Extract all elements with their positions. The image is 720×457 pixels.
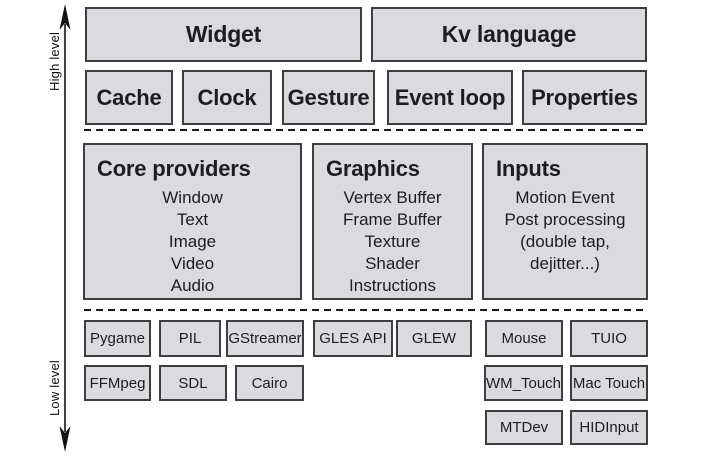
provider-mac-touch: Mac Touch <box>570 365 648 401</box>
section-core-providers: Core providers Window Text Image Video A… <box>83 143 302 300</box>
provider-sdl: SDL <box>159 365 227 401</box>
axis-label-low-level: Low level <box>47 360 62 416</box>
section-item: Post processing <box>504 210 626 229</box>
box-clock: Clock <box>182 70 272 125</box>
provider-mouse: Mouse <box>485 320 563 357</box>
dashed-separator-top <box>84 129 648 131</box>
box-kv-language: Kv language <box>371 7 647 62</box>
section-title: Graphics <box>326 156 420 181</box>
box-cache: Cache <box>85 70 173 125</box>
section-item: Instructions <box>349 276 436 295</box>
section-title: Inputs <box>496 156 561 181</box>
section-item: Video <box>170 254 215 273</box>
dashed-separator-bottom <box>84 309 648 311</box>
section-item: Texture <box>364 232 421 251</box>
provider-wm-touch: WM_Touch <box>484 365 563 401</box>
provider-pil: PIL <box>159 320 221 357</box>
section-item: Audio <box>170 276 215 295</box>
provider-gles-api: GLES API <box>313 320 393 357</box>
section-item: (double tap, <box>520 232 610 251</box>
section-item: Image <box>168 232 217 251</box>
box-properties: Properties <box>522 70 647 125</box>
section-item: Frame Buffer <box>343 210 442 229</box>
provider-gstreamer: GStreamer <box>226 320 304 357</box>
provider-cairo: Cairo <box>235 365 304 401</box>
box-gesture: Gesture <box>282 70 375 125</box>
provider-tuio: TUIO <box>570 320 648 357</box>
provider-mtdev: MTDev <box>485 410 563 445</box>
axis-label-high-level: High level <box>47 31 62 91</box>
section-graphics: Graphics Vertex Buffer Frame Buffer Text… <box>312 143 473 300</box>
section-item: Motion Event <box>515 188 615 207</box>
level-axis-arrow <box>59 4 71 452</box>
box-widget: Widget <box>85 7 362 62</box>
section-item: Text <box>176 210 209 229</box>
section-item: Window <box>162 188 223 207</box>
arrow-down-icon <box>59 426 71 452</box>
section-inputs: Inputs Motion Event Post processing (dou… <box>482 143 648 300</box>
section-title: Core providers <box>97 156 251 181</box>
provider-ffmpeg: FFMpeg <box>84 365 151 401</box>
box-event-loop: Event loop <box>387 70 513 125</box>
section-item: Shader <box>365 254 420 273</box>
provider-hidinput: HIDInput <box>570 410 648 445</box>
provider-pygame: Pygame <box>84 320 151 357</box>
section-item: dejitter...) <box>530 254 600 273</box>
section-item: Vertex Buffer <box>343 188 442 207</box>
arrow-up-icon <box>59 4 71 30</box>
provider-glew: GLEW <box>396 320 472 357</box>
